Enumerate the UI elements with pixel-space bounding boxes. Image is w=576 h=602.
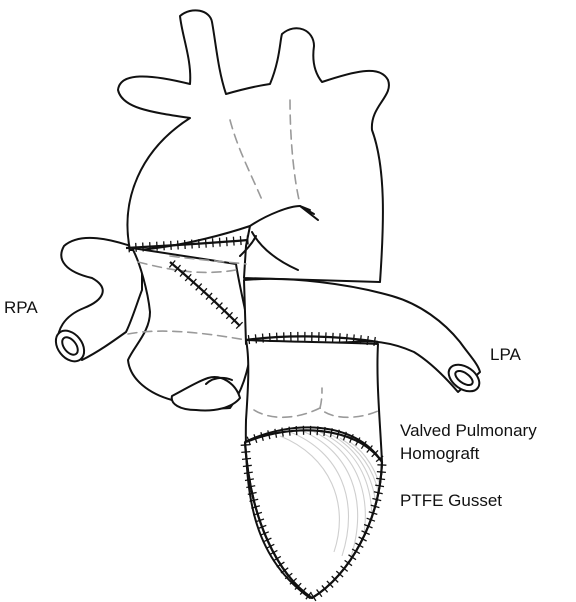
suture-stitch: [277, 333, 278, 342]
lpa-label: LPA: [490, 344, 521, 366]
suture-stitch: [240, 236, 241, 245]
suture-stitch: [270, 333, 271, 342]
suture-stitch: [340, 333, 341, 342]
suture-stitch: [220, 238, 221, 247]
suture-stitch: [241, 445, 250, 446]
valved-homograft-label-line1: Valved Pulmonary: [400, 420, 537, 442]
suture-stitch: [233, 237, 234, 246]
suture-stitch: [164, 241, 165, 250]
suture-stitch: [199, 239, 200, 248]
suture-stitch: [317, 426, 318, 435]
suture-stitch: [178, 241, 179, 250]
suture-stitch: [192, 240, 193, 249]
suture-stitch: [227, 237, 228, 246]
suture-stitch: [241, 452, 250, 453]
suture-stitch: [333, 333, 334, 342]
suture-stitch: [247, 236, 248, 245]
suture-stitch: [346, 334, 347, 343]
suture-stitch: [185, 240, 186, 249]
rpa-label: RPA: [4, 297, 38, 319]
valved-homograft-label-line2: Homograft: [400, 443, 479, 465]
suture-stitch: [353, 334, 354, 343]
suture-stitch: [213, 238, 214, 247]
suture-stitch: [150, 242, 151, 251]
right-pulmonary-artery: [50, 238, 142, 367]
suture-stitch: [143, 243, 144, 252]
suture-stitch: [129, 243, 130, 252]
suture-stitch: [206, 239, 207, 248]
suture-stitch: [263, 334, 264, 343]
suture-stitch: [136, 243, 137, 252]
suture-stitch: [377, 472, 386, 473]
suture-stitch: [289, 427, 290, 436]
ptfe-gusset: [245, 427, 385, 598]
suture-stitch: [157, 242, 158, 251]
suture-stitch: [171, 241, 172, 250]
ptfe-gusset-label: PTFE Gusset: [400, 490, 502, 512]
suture-stitch: [296, 426, 297, 435]
